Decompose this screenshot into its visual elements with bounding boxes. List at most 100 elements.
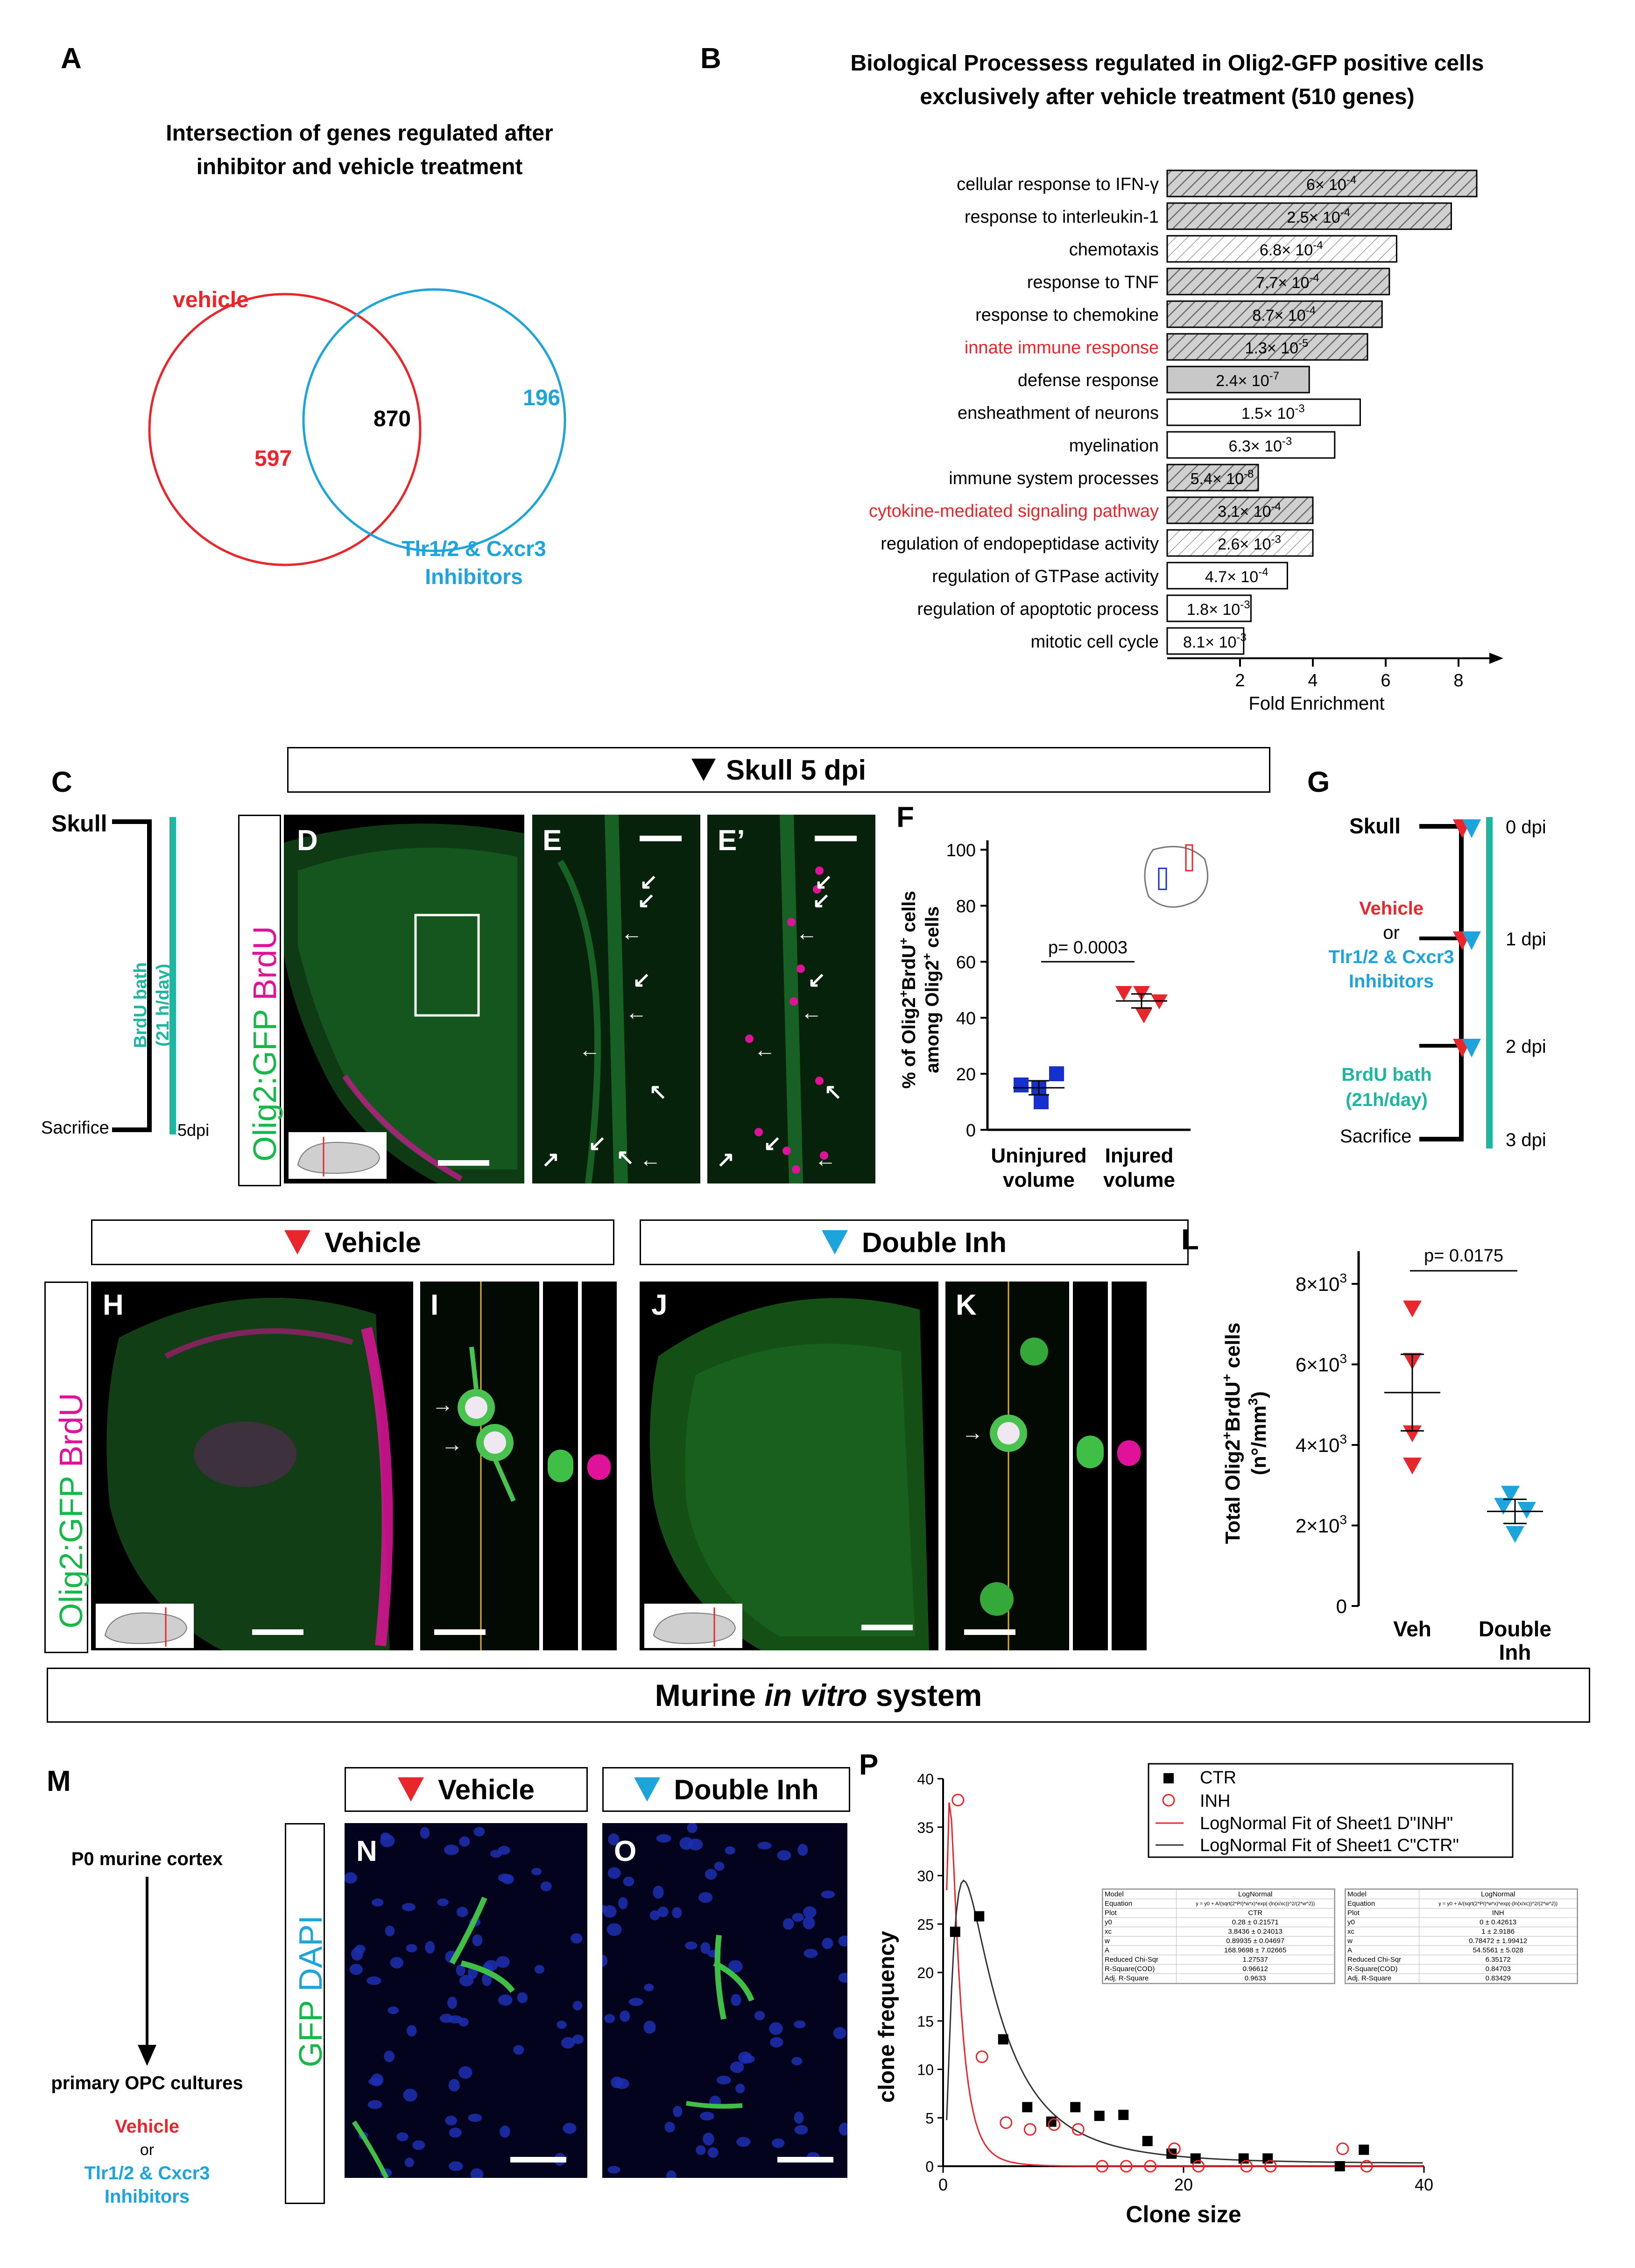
ctr-point [1142, 2136, 1153, 2147]
fit-table-cell: 0.89935 ± 0.04697 [1176, 1936, 1334, 1946]
y-tick-label: 100 [946, 841, 976, 860]
vehicle-header-text: Vehicle [324, 1226, 421, 1258]
bar-pvalue: 6× 10-4 [1306, 174, 1356, 194]
dapi-nucleus [770, 2037, 783, 2048]
chart-l-pvalue: p= 0.0175 [1424, 1246, 1503, 1266]
arrow-icon: ↙ [588, 1131, 606, 1155]
dapi-nucleus [606, 1923, 622, 1936]
arrow-icon: ← [626, 1000, 647, 1024]
enrichment-bar [1166, 562, 1288, 590]
timeline-g-treatment: Vehicle or Tlr1/2 & Cxcr3 Inhibitors [1298, 896, 1485, 993]
chart-f-cat2-line1: Injured [1105, 1144, 1174, 1167]
svg-text:among Olig2+ cells: among Olig2+ cells [920, 906, 943, 1073]
micrograph-d: D [284, 815, 524, 1183]
y-tick-label: 30 [917, 1868, 934, 1885]
bar-pvalue: 1.3× 10-5 [1245, 337, 1309, 357]
dapi-nucleus [456, 1964, 465, 1976]
fit-table-cell: xc [1102, 1927, 1177, 1937]
inh-point [1144, 2160, 1157, 2173]
arrow-icon: ↙ [633, 967, 651, 992]
dapi-nucleus [351, 1947, 363, 1961]
timeline-g-sacrifice: Sacrifice [1340, 1126, 1412, 1147]
dapi-nucleus [390, 1957, 403, 1969]
micrograph-o: O [602, 1823, 847, 2178]
fit-table-cell: R-Square(COD) [1345, 1964, 1420, 1974]
inh-point [1000, 2116, 1013, 2129]
ctr-point [1070, 2102, 1081, 2113]
fit-table-cell: 1 ± 2.9186 [1419, 1927, 1577, 1937]
dapi-nucleus [572, 2000, 583, 2011]
panel-p-label: P [859, 1749, 879, 1781]
data-point-triangle [1403, 1425, 1422, 1443]
dapi-nucleus [406, 2025, 417, 2037]
bar-label: defense response [1018, 371, 1159, 390]
murine-header-pre: Murine [655, 1678, 765, 1712]
legend-ctr-marker [1163, 1773, 1174, 1783]
vehicle-circle [148, 293, 422, 566]
panel-m-treatment: Vehicle or Tlr1/2 & Cxcr3 Inhibitors [44, 2115, 250, 2208]
chart-l-cat2-line1: Double [1479, 1617, 1551, 1641]
chart-f-cat1-line2: volume [1003, 1169, 1075, 1191]
black-triangle-icon [691, 759, 716, 781]
stain-label-text: Olig2:GFP BrdU [246, 926, 283, 1162]
chart-l-cat1: Veh [1393, 1617, 1431, 1641]
chart-f-pvalue: p= 0.0003 [1048, 938, 1128, 958]
arrow-icon: ↙ [640, 869, 658, 894]
enrichment-bar [1166, 235, 1397, 263]
data-point-triangle [1135, 1008, 1152, 1023]
dapi-nucleus [735, 2084, 745, 2093]
dapi-nucleus [396, 2132, 409, 2141]
dapi-nucleus [700, 2112, 714, 2121]
dapi-nucleus [572, 2034, 584, 2044]
scalebar-e-prime [815, 836, 857, 841]
dapi-nucleus [777, 1850, 791, 1861]
chart-l-y-label: Total Olig2+BrdU+ cells (n°/mm3) [1219, 1323, 1270, 1544]
fit-table-cell: Plot [1102, 1908, 1177, 1918]
x-tick-label: 4 [1308, 671, 1318, 690]
timeline-g-2dpi: 2 dpi [1506, 1036, 1546, 1057]
arrow-icon: ← [815, 1147, 836, 1171]
arrow-icon: ← [801, 1000, 822, 1024]
arrow-icon: ↙ [763, 1131, 782, 1155]
fit-table-cell: 0.83429 [1419, 1973, 1577, 1983]
bar-label: myelination [1069, 436, 1159, 456]
dapi-nucleus [672, 1907, 682, 1918]
dapi-nucleus [604, 2014, 615, 2023]
dapi-nucleus [687, 1823, 698, 1833]
y-tick-label: 80 [956, 897, 976, 916]
inh-point [1360, 2160, 1373, 2173]
bar-label: regulation of GTPase activity [932, 567, 1159, 586]
dapi-nucleus [731, 1993, 741, 2006]
dapi-nucleus [738, 2051, 752, 2064]
stain-label-green: Olig2:GFP [247, 1009, 283, 1162]
dapi-nucleus [449, 2161, 463, 2171]
stain-label-magenta: BrdU [247, 926, 283, 1001]
timeline-c-brdu-label: BrdU bath (21 h/day) [129, 935, 174, 1075]
dapi-nucleus [628, 1998, 643, 2006]
dapi-nucleus [425, 1941, 435, 1954]
double-inh-header-text: Double Inh [862, 1226, 1007, 1258]
panel-m-or: or [140, 2141, 155, 2159]
dapi-nucleus [459, 1836, 470, 1847]
micrograph-k: K → [945, 1282, 1069, 1650]
dapi-nucleus [345, 1872, 357, 1884]
double-inh-header: Double Inh [640, 1219, 1189, 1265]
timeline-g-3dpi: 3 dpi [1506, 1130, 1546, 1150]
ctr-point [1094, 2111, 1105, 2121]
brain-schematic-d [289, 1132, 387, 1179]
dapi-nucleus [561, 2037, 575, 2049]
inh-point [1096, 2160, 1109, 2173]
dapi-nucleus [534, 1965, 544, 1974]
panel-c-label: C [51, 766, 72, 798]
dapi-nucleus [445, 2115, 457, 2126]
dapi-nucleus [797, 1844, 808, 1856]
panel-n-label: N [356, 1835, 377, 1867]
data-point-triangle [1151, 994, 1168, 1009]
panel-f-label: F [896, 801, 914, 833]
dapi-nucleus [367, 2100, 382, 2109]
legend-inh: INH [1200, 1791, 1230, 1811]
bar-label: regulation of endopeptidase activity [881, 534, 1159, 554]
